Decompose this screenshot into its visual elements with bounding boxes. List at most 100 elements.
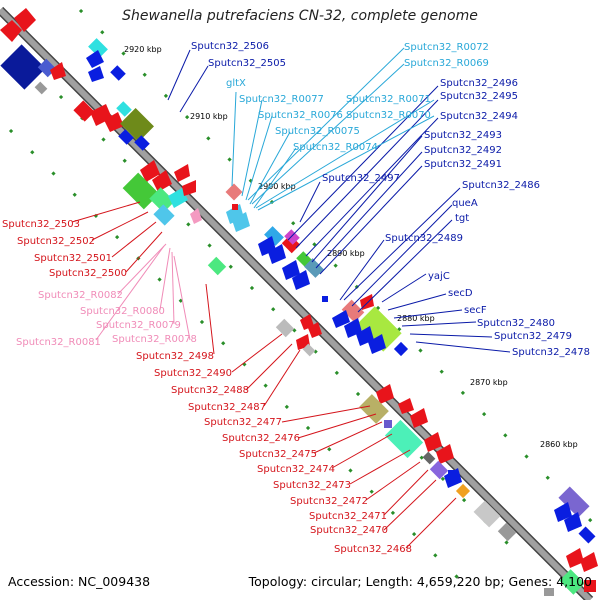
gene-label: secD bbox=[448, 288, 473, 299]
labels-blue: Sputcn32_2506 Sputcn32_2505 Sputcn32_249… bbox=[191, 41, 590, 358]
gene-block bbox=[110, 65, 126, 81]
gene-label: Sputcn32_R0080 bbox=[80, 306, 165, 317]
gene-label: Sputcn32_R0074 bbox=[293, 142, 378, 153]
gene-label: Sputcn32_2486 bbox=[462, 180, 540, 191]
gene-block bbox=[559, 569, 585, 595]
gene-block bbox=[149, 187, 175, 213]
gene-label: Sputcn32_R0082 bbox=[38, 290, 123, 301]
gene-block bbox=[118, 129, 134, 145]
gene-arrow bbox=[398, 398, 414, 414]
gene-label: gltX bbox=[226, 78, 246, 89]
labels-red: Sputcn32_2503 Sputcn32_2502 Sputcn32_250… bbox=[2, 219, 412, 555]
gene-block bbox=[359, 394, 389, 424]
gene-label: Sputcn32_2488 bbox=[171, 385, 249, 396]
gene-arrow bbox=[376, 384, 394, 404]
gene-label: Sputcn32_2478 bbox=[512, 347, 590, 358]
scale-label: 2870 kbp bbox=[470, 378, 508, 387]
scale-label: 2880 kbp bbox=[397, 314, 435, 323]
gene-arrow bbox=[308, 322, 322, 338]
gene-arrow bbox=[152, 170, 172, 192]
gene-arrow bbox=[182, 180, 196, 196]
gene-label: Sputcn32_R0076 bbox=[258, 110, 343, 121]
gene-label: Sputcn32_2471 bbox=[309, 511, 387, 522]
gene-arrow bbox=[292, 270, 310, 290]
gene-arrow bbox=[140, 160, 160, 182]
gene-label: Sputcn32_2476 bbox=[222, 433, 300, 444]
gene-label: Sputcn32_2473 bbox=[273, 480, 351, 491]
gene-block bbox=[134, 135, 150, 151]
gene-label: Sputcn32_R0081 bbox=[16, 337, 101, 348]
gene-arrow bbox=[566, 548, 584, 568]
gene-label: Sputcn32_2489 bbox=[385, 233, 463, 244]
gene-block bbox=[578, 526, 596, 544]
gene-block bbox=[88, 38, 108, 58]
gene-arrow bbox=[368, 334, 386, 354]
gene-label: tgt bbox=[455, 213, 469, 224]
leader-lines bbox=[71, 47, 511, 549]
gene-arrow bbox=[410, 408, 428, 428]
scale-label: 2910 kbp bbox=[190, 112, 228, 121]
gene-label: Sputcn32_2475 bbox=[239, 449, 317, 460]
gene-arrow bbox=[104, 112, 124, 132]
gene-label: Sputcn32_2502 bbox=[17, 236, 95, 247]
gene-arrow bbox=[300, 314, 314, 330]
gene-arrow bbox=[424, 432, 442, 452]
gene-label: Sputcn32_2487 bbox=[188, 402, 266, 413]
gene-features bbox=[0, 8, 598, 596]
scale-label: 2890 kbp bbox=[327, 249, 365, 258]
gene-label: Sputcn32_R0079 bbox=[96, 320, 181, 331]
gene-arrow bbox=[282, 260, 300, 280]
accession-text: Accession: NC_009438 bbox=[8, 574, 151, 589]
gene-label: Sputcn32_2479 bbox=[494, 331, 572, 342]
gene-label: Sputcn32_R0069 bbox=[404, 58, 489, 69]
gene-block bbox=[384, 420, 392, 428]
gene-label: Sputcn32_2500 bbox=[49, 268, 127, 279]
gene-block bbox=[384, 419, 424, 459]
gene-block bbox=[207, 256, 227, 276]
gene-label: Sputcn32_2493 bbox=[424, 130, 502, 141]
gene-label: Sputcn32_2505 bbox=[208, 58, 286, 69]
gene-label: Sputcn32_2490 bbox=[154, 368, 232, 379]
gene-arrow bbox=[86, 50, 104, 68]
gene-label: Sputcn32_R0078 bbox=[112, 334, 197, 345]
gene-label: Sputcn32_2472 bbox=[290, 496, 368, 507]
gene-arrow bbox=[190, 208, 202, 224]
gene-arrow bbox=[580, 552, 598, 572]
gene-label: Sputcn32_2506 bbox=[191, 41, 269, 52]
gene-block bbox=[116, 101, 132, 117]
gene-block bbox=[73, 100, 95, 122]
gene-label: Sputcn32_R0070 bbox=[346, 110, 431, 121]
labels-pink: Sputcn32_R0082 Sputcn32_R0080 Sputcn32_R… bbox=[16, 290, 197, 348]
gene-block bbox=[120, 108, 154, 142]
gene-block bbox=[302, 343, 316, 357]
gene-label: Sputcn32_2468 bbox=[334, 544, 412, 555]
gene-label: secF bbox=[464, 305, 487, 316]
gene-label: Sputcn32_R0071 bbox=[346, 94, 431, 105]
gene-arrow bbox=[268, 244, 286, 264]
map-title: Shewanella putrefaciens CN-32, complete … bbox=[122, 8, 478, 24]
gene-block bbox=[225, 183, 243, 201]
gene-block bbox=[558, 486, 590, 518]
gene-block bbox=[455, 483, 471, 499]
gene-label: Sputcn32_R0077 bbox=[239, 94, 324, 105]
scale-labels: 2920 kbp 2910 kbp 2900 kbp 2890 kbp 2880… bbox=[124, 45, 578, 449]
gene-block bbox=[0, 44, 46, 90]
gene-block bbox=[429, 460, 449, 480]
labels-cyan: Sputcn32_R0072 Sputcn32_R0069 gltX Sputc… bbox=[226, 42, 489, 153]
gene-label: Sputcn32_2498 bbox=[136, 351, 214, 362]
gene-label: Sputcn32_2474 bbox=[257, 464, 335, 475]
gene-block bbox=[356, 306, 402, 352]
gene-block bbox=[275, 318, 295, 338]
gene-block bbox=[422, 451, 436, 465]
gene-block bbox=[473, 500, 501, 528]
scale-label: 2920 kbp bbox=[124, 45, 162, 54]
gene-block bbox=[341, 299, 365, 323]
gene-block bbox=[264, 226, 284, 246]
gene-label: yajC bbox=[428, 271, 450, 282]
gene-arrow bbox=[356, 326, 374, 346]
gene-block bbox=[544, 588, 554, 596]
tick-guides bbox=[8, 8, 600, 592]
gene-block bbox=[34, 81, 48, 95]
gene-arrow bbox=[0, 20, 22, 42]
